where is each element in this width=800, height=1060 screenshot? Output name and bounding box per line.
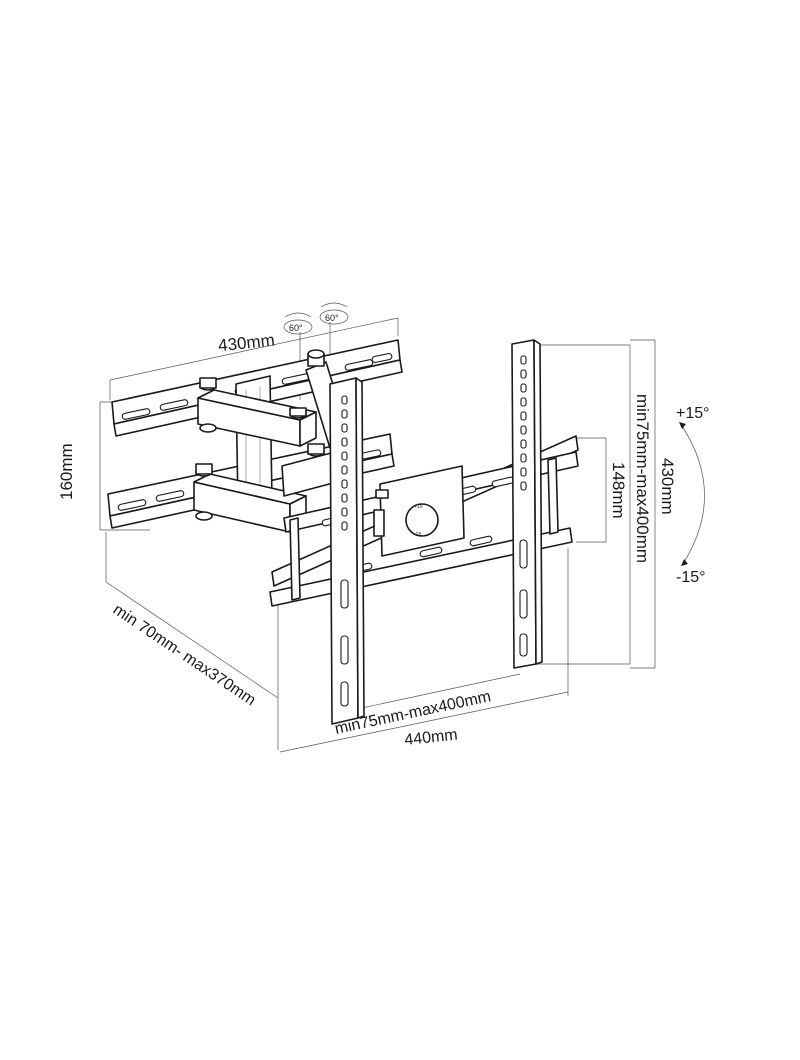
top-width-label: 430mm [217, 330, 275, 355]
tilt-arc [679, 422, 705, 566]
right-vertical-arm [511, 339, 543, 669]
svg-text:+15: +15 [414, 504, 423, 510]
swivel-indicators [283, 302, 349, 335]
upper-arm [197, 377, 317, 447]
swivel-left-label: 60° [289, 323, 303, 333]
bottom-width-label: 440mm [404, 726, 459, 748]
tilt-down-label: -15° [676, 569, 706, 586]
depth-label: min 70mm- max370mm [110, 601, 259, 709]
horizontal-bar-label: 148mm [609, 462, 628, 519]
center-tilt-plate: +15 -15 [373, 465, 465, 557]
svg-text:-15: -15 [414, 532, 421, 538]
tilt-up-label: +15° [676, 405, 710, 422]
swivel-right-label: 60° [325, 313, 339, 323]
right-height-label: 430mm [658, 458, 677, 515]
dimension-lines [99, 317, 656, 753]
left-vertical-arm [329, 377, 365, 725]
vertical-vesa-label: min75mm-max400mm [633, 394, 652, 563]
wall-height-label: 160mm [57, 443, 76, 500]
